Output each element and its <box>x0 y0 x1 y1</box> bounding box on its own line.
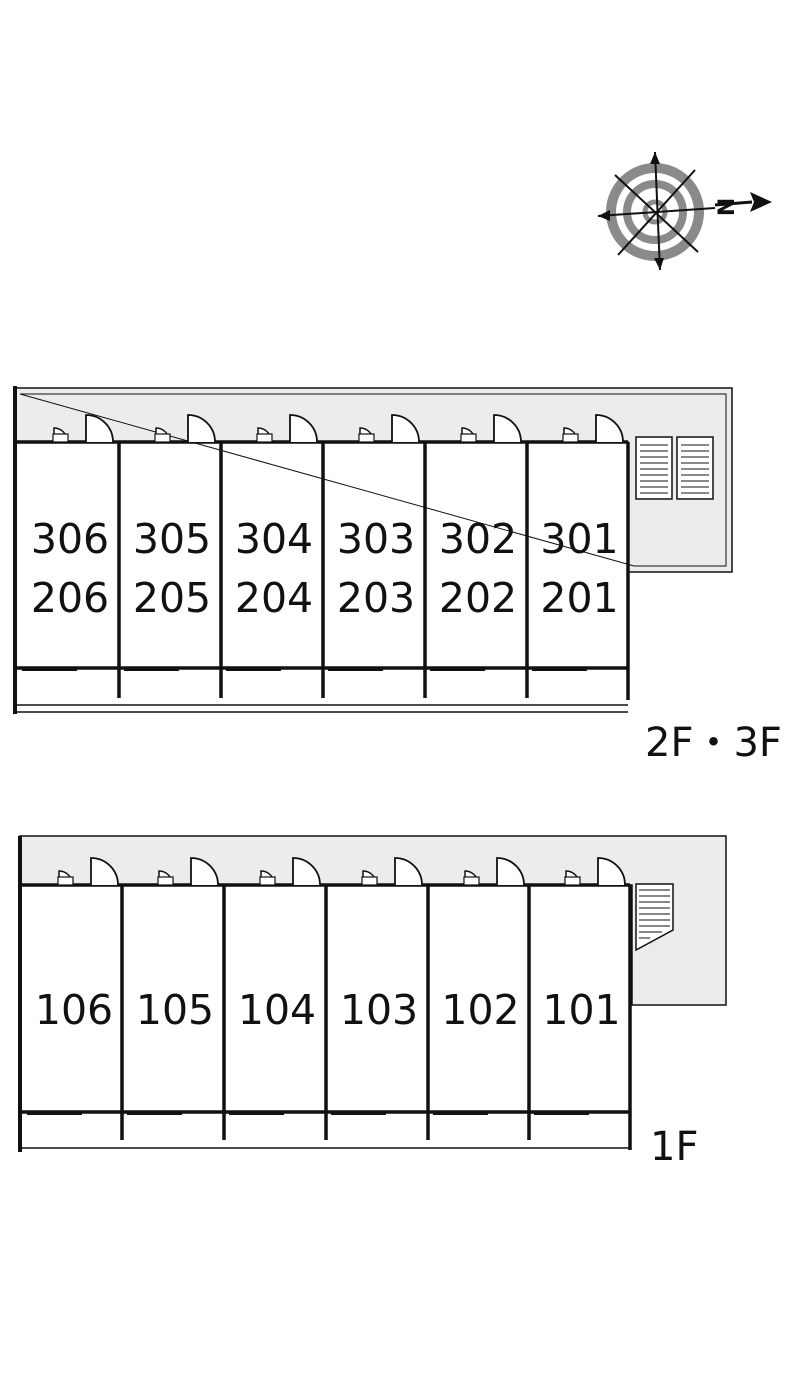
entrance-door-icon <box>493 414 522 443</box>
entrance-door-icon <box>90 857 119 886</box>
unit-label-upper: 305 <box>133 515 211 563</box>
lower-door-set-1 <box>27 857 119 1115</box>
upper-door-set-2 <box>124 414 216 671</box>
upper-door-set-5 <box>430 414 522 671</box>
entrance-door-icon <box>187 414 216 443</box>
upper-door-set-3 <box>226 414 318 671</box>
entrance-door-icon <box>595 414 624 443</box>
upper-floor-label: 2F・3F <box>645 720 782 766</box>
unit-label-lower: 204 <box>235 574 313 622</box>
unit-label-1f: 104 <box>238 986 316 1034</box>
lower-corridor <box>19 835 727 1006</box>
unit-label-upper: 304 <box>235 515 313 563</box>
unit-label-lower: 201 <box>540 574 618 622</box>
upper-door-set-6 <box>532 414 624 671</box>
upper-door-set-4 <box>328 414 420 671</box>
upper-doors <box>22 414 624 671</box>
unit-label-1f: 106 <box>35 986 113 1034</box>
compass-rose-icon <box>597 151 772 271</box>
lower-door-set-5 <box>433 857 525 1115</box>
entrance-door-icon <box>496 857 525 886</box>
entrance-door-icon <box>597 857 626 886</box>
north-indicator-label: N <box>712 198 737 216</box>
unit-label-upper: 306 <box>31 515 109 563</box>
unit-label-upper: 301 <box>540 515 618 563</box>
lower-floor-label: 1F <box>650 1124 698 1170</box>
lower-stairs <box>635 883 674 952</box>
entrance-door-icon <box>394 857 423 886</box>
upper-door-set-1 <box>22 414 114 671</box>
entrance-door-icon <box>85 414 114 443</box>
lower-door-set-3 <box>229 857 321 1115</box>
upper-unit-labels: 306 206 305 205 304 204 303 203 302 202 301 201 <box>31 515 619 622</box>
unit-label-lower: 202 <box>439 574 517 622</box>
entrance-door-icon <box>190 857 219 886</box>
unit-label-upper: 303 <box>337 515 415 563</box>
lower-door-set-4 <box>331 857 423 1115</box>
entrance-door-icon <box>391 414 420 443</box>
unit-label-lower: 203 <box>337 574 415 622</box>
entrance-door-icon <box>292 857 321 886</box>
unit-label-lower: 206 <box>31 574 109 622</box>
unit-label-1f: 105 <box>136 986 214 1034</box>
unit-label-lower: 205 <box>133 574 211 622</box>
unit-label-1f: 101 <box>542 986 620 1034</box>
unit-label-upper: 302 <box>439 515 517 563</box>
unit-label-1f: 103 <box>340 986 418 1034</box>
lower-unit-labels: 106 105 104 103 102 101 <box>35 986 621 1034</box>
upper-stairs <box>635 436 714 500</box>
lower-door-set-2 <box>127 857 219 1115</box>
unit-label-1f: 102 <box>441 986 519 1034</box>
entrance-door-icon <box>289 414 318 443</box>
lower-doors <box>27 857 626 1115</box>
lower-door-set-6 <box>534 857 626 1115</box>
